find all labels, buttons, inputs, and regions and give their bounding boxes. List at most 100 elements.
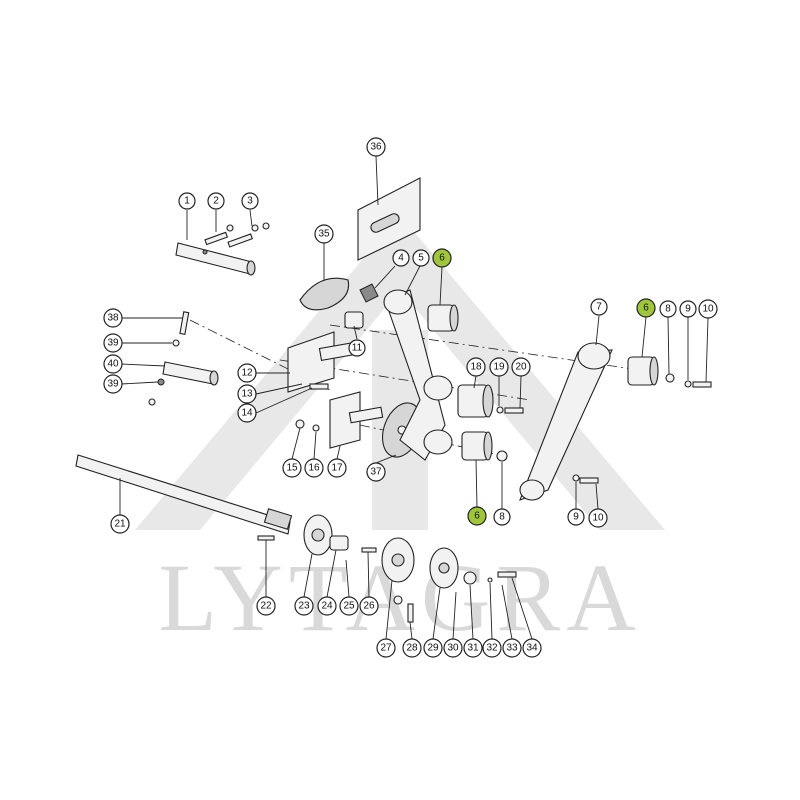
callout-40: 40 [103, 354, 166, 374]
svg-text:15: 15 [286, 463, 298, 474]
bushing-right [627, 356, 659, 386]
svg-text:38: 38 [107, 313, 119, 324]
svg-text:23: 23 [298, 601, 310, 612]
svg-text:18: 18 [470, 362, 482, 373]
svg-text:27: 27 [380, 643, 392, 654]
bracket-12 [287, 331, 362, 393]
svg-text:21: 21 [114, 519, 126, 530]
arm-7 [519, 342, 613, 501]
callout-5: 5 [404, 249, 430, 296]
callout-17: 17 [327, 445, 347, 478]
callout-16: 16 [304, 431, 324, 478]
callout-25: 25 [339, 559, 359, 616]
svg-text:9: 9 [573, 512, 579, 523]
svg-text:6: 6 [643, 303, 649, 314]
drive-shaft [75, 454, 293, 535]
callout-36: 36 [366, 137, 386, 206]
plate-35 [299, 277, 350, 311]
svg-text:10: 10 [592, 513, 604, 524]
svg-text:25: 25 [343, 601, 355, 612]
plate-36 [357, 177, 421, 261]
callout-35: 35 [314, 224, 334, 280]
bolts-2-3 [204, 222, 270, 248]
callout-18: 18 [466, 357, 486, 389]
svg-text:39: 39 [107, 338, 119, 349]
svg-text:24: 24 [321, 601, 333, 612]
callout-21: 21 [110, 478, 130, 534]
bracket-17 [329, 391, 384, 449]
callout-9b: 9 [567, 482, 585, 526]
callout-4: 4 [374, 249, 410, 289]
callout-12: 12 [237, 363, 290, 383]
hub-27 [381, 537, 415, 623]
callout-8a: 8 [659, 300, 677, 375]
callout-19: 19 [489, 357, 509, 406]
svg-text:14: 14 [241, 408, 253, 419]
svg-text:19: 19 [493, 362, 505, 373]
svg-text:8: 8 [665, 304, 671, 315]
svg-text:7: 7 [596, 302, 602, 313]
svg-text:26: 26 [363, 601, 375, 612]
svg-text:37: 37 [370, 467, 382, 478]
svg-text:35: 35 [318, 229, 330, 240]
callout-33: 33 [501, 584, 522, 658]
callout-2: 2 [207, 192, 225, 232]
callout-6b: 6 [636, 298, 656, 358]
svg-text:5: 5 [418, 253, 424, 264]
svg-text:40: 40 [107, 359, 119, 370]
callout-37: 37 [366, 454, 397, 482]
svg-text:6: 6 [474, 511, 480, 522]
callout-27: 27 [376, 579, 396, 658]
svg-text:8: 8 [499, 512, 505, 523]
callout-34: 34 [511, 577, 542, 658]
svg-text:16: 16 [308, 463, 320, 474]
svg-text:31: 31 [467, 643, 479, 654]
hub-29 [429, 547, 517, 589]
bushing-upper [427, 304, 459, 332]
callout-20: 20 [511, 357, 531, 409]
svg-text:4: 4 [398, 253, 404, 264]
callout-28: 28 [402, 621, 422, 658]
pivot-shaft [175, 242, 256, 276]
svg-text:17: 17 [331, 463, 343, 474]
callout-24: 24 [317, 549, 337, 616]
svg-text:3: 3 [247, 196, 253, 207]
svg-text:36: 36 [370, 142, 382, 153]
svg-text:22: 22 [260, 601, 272, 612]
callout-22: 22 [256, 540, 276, 616]
svg-text:28: 28 [406, 643, 418, 654]
svg-text:39: 39 [107, 379, 119, 390]
svg-text:34: 34 [526, 643, 538, 654]
callout-23: 23 [294, 553, 314, 616]
callout-1: 1 [178, 192, 196, 240]
callout-31: 31 [463, 584, 483, 658]
svg-text:20: 20 [515, 362, 527, 373]
callout-7: 7 [590, 298, 608, 346]
callout-32: 32 [482, 582, 502, 658]
svg-text:11: 11 [352, 343, 363, 354]
svg-text:30: 30 [447, 643, 459, 654]
callout-39a: 39 [103, 333, 172, 353]
svg-text:32: 32 [486, 643, 498, 654]
callout-13: 13 [237, 383, 303, 404]
svg-text:29: 29 [427, 643, 439, 654]
callout-6a: 6 [432, 248, 452, 306]
svg-text:12: 12 [241, 368, 253, 379]
callout-39b: 39 [103, 374, 159, 394]
svg-text:6: 6 [439, 253, 445, 264]
callout-9a: 9 [679, 300, 697, 380]
callout-30: 30 [443, 591, 463, 658]
svg-text:9: 9 [685, 304, 691, 315]
hub-23 [257, 514, 377, 556]
linkage-arm-5 [383, 289, 453, 461]
bushing-18 [457, 384, 494, 418]
pin-40 [148, 311, 219, 406]
callout-6c: 6 [467, 459, 487, 526]
callout-10b: 10 [588, 483, 608, 528]
svg-text:1: 1 [184, 196, 190, 207]
callout-3: 3 [241, 192, 259, 227]
svg-text:13: 13 [241, 389, 253, 400]
callout-11: 11 [348, 325, 366, 357]
callout-14: 14 [237, 387, 313, 423]
